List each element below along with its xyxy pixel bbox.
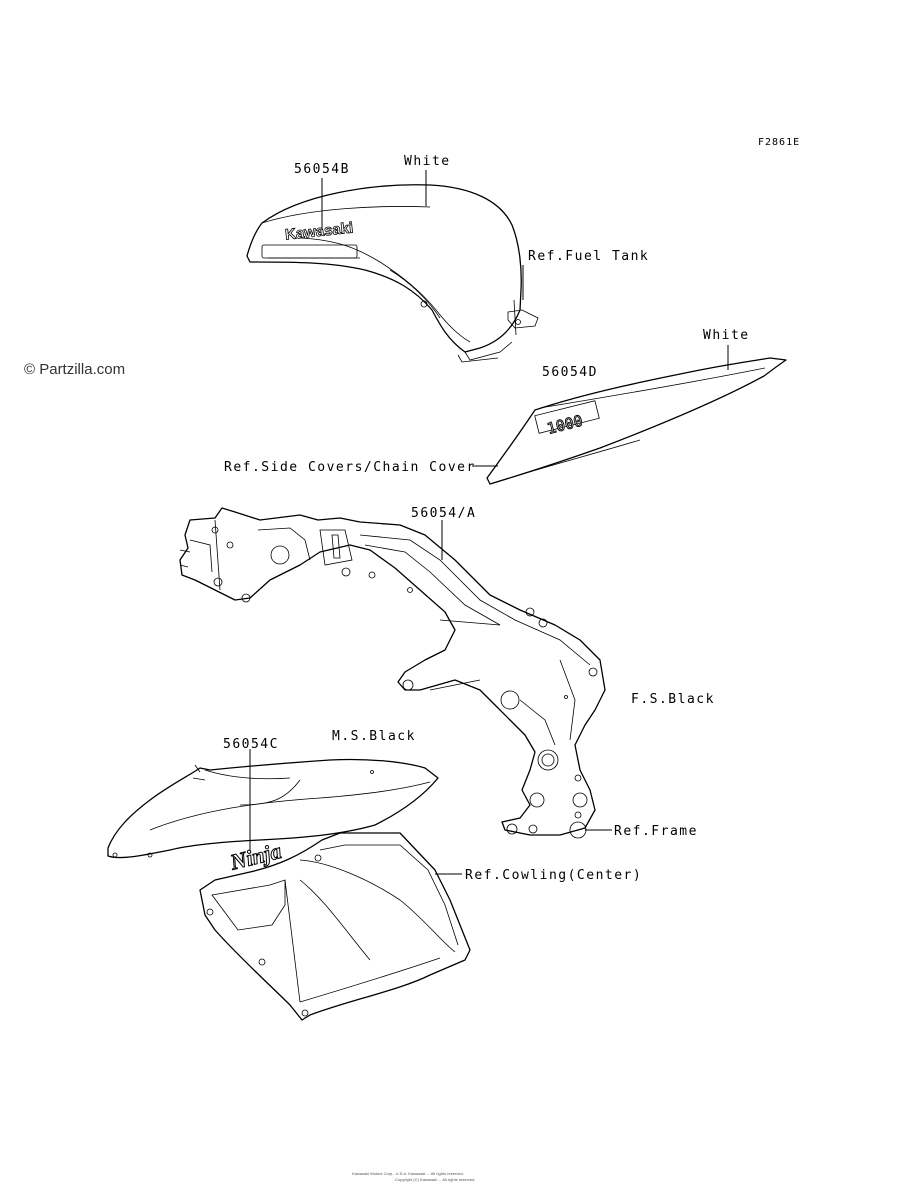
lower-cowling-part [199,832,471,1021]
part-number-56054c: 56054C [223,737,279,752]
footer-line-1: Kawasaki Motors Corp., U.S.A. Kawasaki .… [352,1171,464,1176]
leader-lines [249,170,729,875]
part-number-56054a: 56054/A [411,506,477,521]
color-label-white-tank: White [404,154,451,169]
fuel-tank-part: Kawasaki [246,184,539,363]
part-number-56054b: 56054B [294,162,350,177]
upper-cowl-part: Ninja [107,758,439,875]
footer-line-2: Copyright (C) Kawasaki ... All rights re… [395,1177,476,1182]
ref-cowling-label: Ref.Cowling(Center) [465,868,643,883]
color-label-fs-black: F.S.Black [631,692,715,707]
ref-side-covers-label: Ref.Side Covers/Chain Cover [224,460,476,475]
ref-frame-label: Ref.Frame [614,824,698,839]
figure-id: F2861E [758,137,801,148]
frame-part [179,507,606,839]
ref-fuel-tank-label: Ref.Fuel Tank [528,249,650,264]
tank-logo: Kawasaki [284,220,354,244]
part-number-56054d: 56054D [542,365,598,380]
cowl-logo: Ninja [227,838,284,875]
cover-logo: 1000 [545,412,584,438]
side-cover-part: 1000 [486,357,787,485]
watermark: © Partzilla.com [24,361,126,378]
color-label-ms-black: M.S.Black [332,729,416,744]
color-label-white-cover: White [703,328,750,343]
